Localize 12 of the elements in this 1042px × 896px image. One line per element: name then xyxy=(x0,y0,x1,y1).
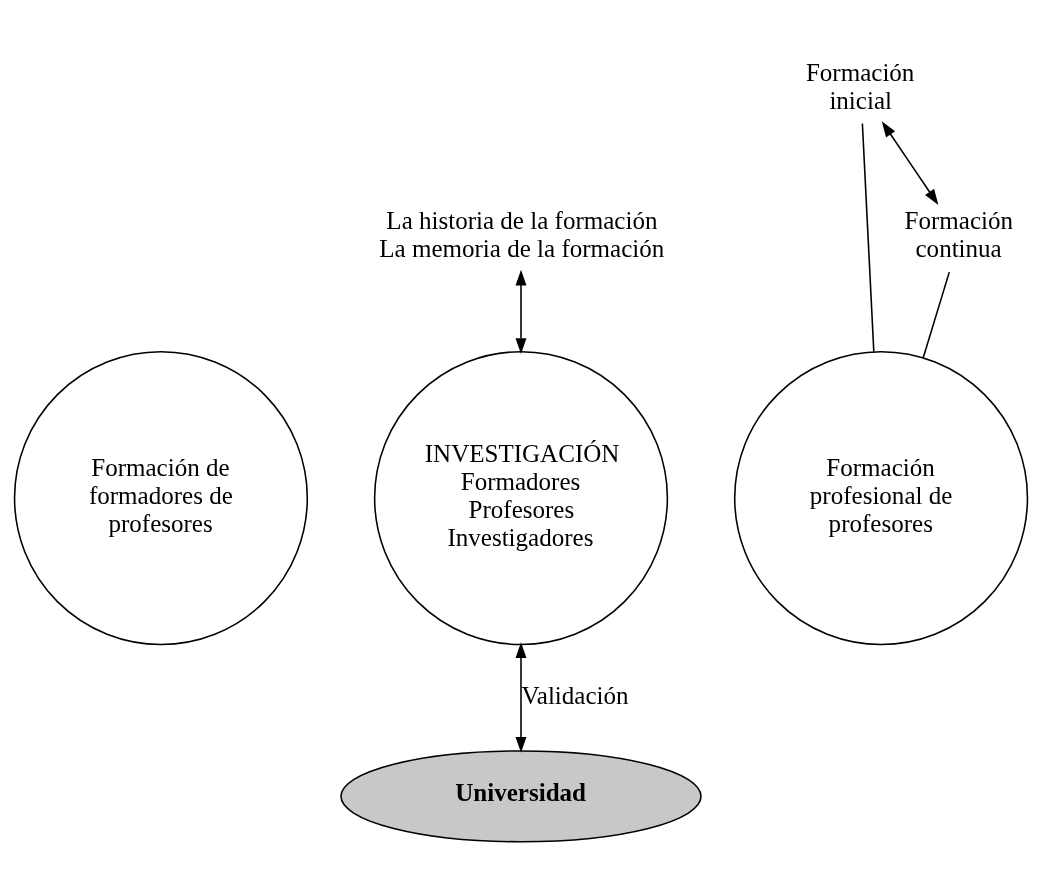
arrow xyxy=(881,121,939,205)
arrow xyxy=(515,642,527,753)
node-circle: Formación de formadores de profesores xyxy=(13,350,309,646)
node-text: Formación continua xyxy=(904,207,1014,263)
connector xyxy=(861,122,875,353)
node-text: Formación inicial xyxy=(805,58,915,114)
arrow xyxy=(515,269,527,354)
node-ellipse: Universidad xyxy=(340,750,702,843)
node-circle: Formación profesional de profesores xyxy=(733,350,1029,646)
node-text: La historia de la formación La memoria de la formación xyxy=(379,207,665,263)
node-circle: INVESTIGACIÓN Formadores Profesores Investigadores xyxy=(373,350,669,646)
connector xyxy=(922,271,951,359)
